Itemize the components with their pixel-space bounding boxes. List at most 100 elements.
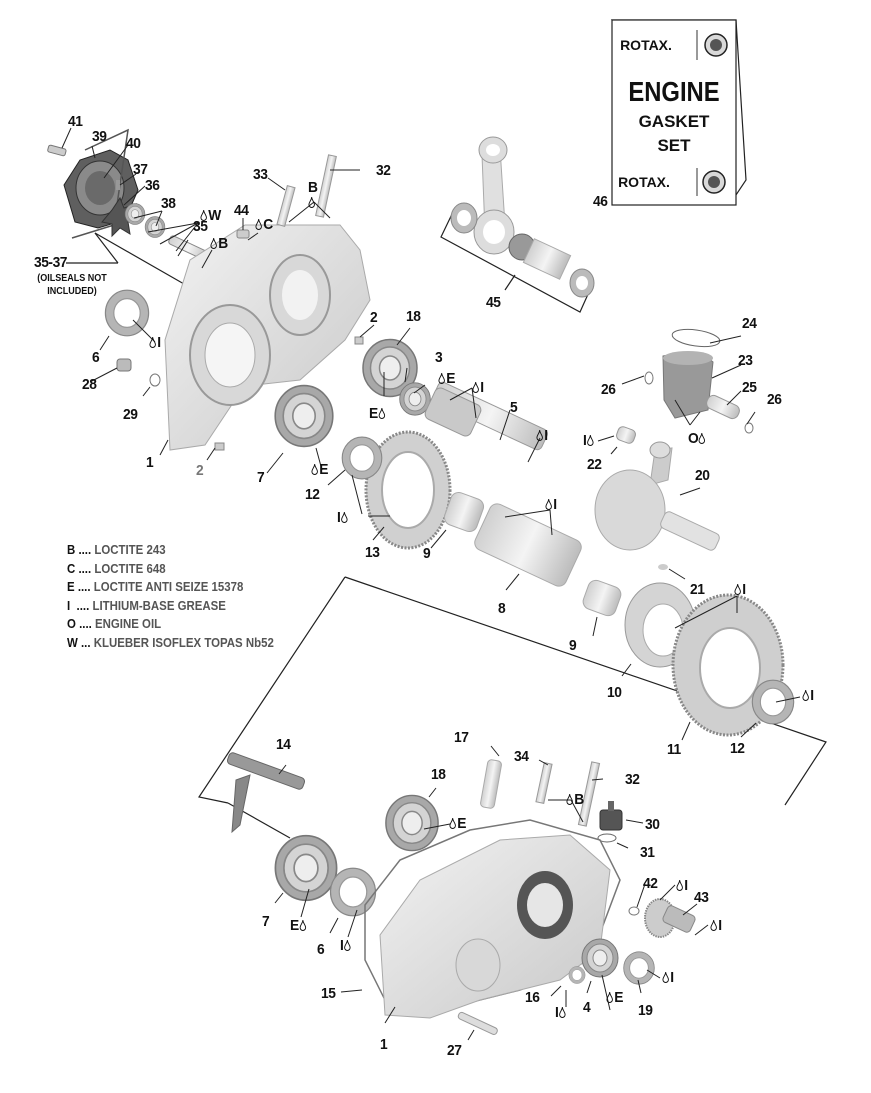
- callout-24: 24: [742, 315, 757, 332]
- callout-18-upper: 18: [406, 308, 421, 325]
- part-27-bolt: [457, 1011, 498, 1036]
- callout-41: 41: [68, 113, 83, 130]
- callout-7-upper: 7: [257, 469, 265, 486]
- drop-icon: [606, 992, 613, 1003]
- legend-row-c: C .... LOCTITE 648: [67, 560, 166, 576]
- callout-15: 15: [321, 985, 336, 1002]
- part-12-ring-upper: [341, 436, 383, 480]
- card-title-set: SET: [657, 136, 691, 155]
- callout-32-upper: 32: [376, 162, 391, 179]
- callout-8: 8: [498, 600, 506, 617]
- part-26-clip-a: [644, 371, 654, 385]
- part-4-bearing: [581, 938, 619, 978]
- part-1-crankcase-upper: [164, 224, 371, 451]
- callout-12-lower: 12: [730, 740, 745, 757]
- callout-27: 27: [447, 1042, 462, 1059]
- callout-20: 20: [695, 467, 710, 484]
- part-45-connecting-rod-kit: [450, 136, 595, 298]
- callout-14: 14: [276, 736, 291, 753]
- callout-4: 4: [583, 999, 591, 1016]
- part-9-bushing-a: [443, 491, 485, 533]
- part-28-sensor: [116, 358, 132, 372]
- compound-mark-e-bearing4: E: [606, 990, 623, 1005]
- part-31-oring: [597, 833, 617, 843]
- compound-mark-i-gear43-top: I: [676, 878, 688, 893]
- callout-43: 43: [694, 889, 709, 906]
- compound-mark-i-bearing22: I: [583, 433, 595, 448]
- callout-39: 39: [92, 128, 107, 145]
- drop-icon: [210, 238, 217, 249]
- callout-26-left: 26: [601, 381, 616, 398]
- callout-12-upper: 12: [305, 486, 320, 503]
- callout-33: 33: [253, 166, 268, 183]
- part-17-pin: [480, 759, 502, 809]
- part-26-clip-b: [744, 422, 754, 434]
- callout-35: 35: [193, 218, 208, 235]
- part-12-ring-lower: [751, 679, 795, 725]
- legend-row-w: W ... KLUEBER ISOFLEX TOPAS Nb52: [67, 634, 274, 650]
- callout-36: 36: [145, 177, 160, 194]
- callout-21: 21: [690, 581, 705, 598]
- part-44-plug: [236, 229, 250, 239]
- drop-icon: [308, 197, 315, 208]
- part-32-pin-upper: [315, 154, 337, 218]
- callout-6-upper: 6: [92, 349, 100, 366]
- compound-mark-i-oilseal: I: [149, 335, 161, 350]
- drop-icon: [545, 499, 552, 510]
- drop-icon: [438, 373, 445, 384]
- compound-mark-e-bearing3: E: [438, 371, 455, 386]
- compound-mark-c: C: [255, 217, 273, 232]
- callout-6-lower: 6: [317, 941, 325, 958]
- callout-40: 40: [126, 135, 141, 152]
- drop-icon: [311, 464, 318, 475]
- part-7-bearing-lower: [274, 834, 338, 902]
- callout-38: 38: [161, 195, 176, 212]
- drop-icon: [698, 433, 706, 444]
- bracket-lines: [66, 211, 827, 839]
- compound-mark-i-shaft-gear: I: [472, 380, 484, 395]
- part-5-shaft: [424, 381, 548, 451]
- part-14-shift-fork: [226, 752, 306, 834]
- oilseals-note-line1: (OILSEALS NOT: [37, 273, 107, 284]
- drop-icon: [734, 584, 741, 595]
- gasket-set-card: [610, 19, 747, 206]
- drop-icon: [343, 940, 351, 951]
- part-16-seal: [568, 966, 586, 984]
- callout-42: 42: [643, 875, 658, 892]
- part-38-seal-b: [144, 216, 166, 238]
- callout-18-lower: 18: [431, 766, 446, 783]
- callout-19: 19: [638, 1002, 653, 1019]
- part-42-oring: [628, 906, 640, 916]
- compound-mark-e-bearing18-lower: E: [449, 816, 466, 831]
- compound-mark-i-seal16: I: [555, 1005, 567, 1020]
- part-33-pin: [276, 185, 296, 227]
- legend-row-b: B .... LOCTITE 243: [67, 542, 166, 557]
- rotax-brand-top: ROTAX.: [620, 37, 672, 53]
- drop-icon: [676, 880, 683, 891]
- part-9-bushing-b: [582, 579, 622, 617]
- callout-34: 34: [514, 748, 529, 765]
- compound-mark-i-oilseal6-lower: I: [340, 938, 352, 953]
- callout-37: 37: [133, 161, 148, 178]
- part-20-crankshaft: [594, 441, 720, 551]
- part-41-bolt: [47, 144, 67, 157]
- callout-11: 11: [667, 741, 681, 758]
- compound-mark-w: W: [200, 208, 221, 223]
- callout-9-lower: 9: [569, 637, 577, 654]
- callout-2-upper: 2: [370, 309, 378, 326]
- part-8-sleeve: [474, 503, 582, 587]
- callout-2-lower: 2: [196, 462, 204, 479]
- part-38-seal-a: [124, 203, 146, 225]
- compound-mark-e-bearing7: E: [311, 462, 328, 477]
- part-30-sensor: [599, 801, 623, 831]
- callout-28: 28: [82, 376, 97, 393]
- card-title-engine: ENGINE: [628, 76, 720, 107]
- part-24-ring: [671, 328, 721, 348]
- part-19-oilseal: [623, 951, 655, 985]
- compound-mark-e-bearing18: E: [369, 406, 386, 421]
- compound-mark-i-shaft-end: I: [536, 428, 548, 443]
- gasket-set-card-text: ROTAX. ENGINE GASKET SET ROTAX.: [612, 20, 736, 205]
- callout-31: 31: [640, 844, 655, 861]
- card-title-gasket: GASKET: [638, 112, 710, 131]
